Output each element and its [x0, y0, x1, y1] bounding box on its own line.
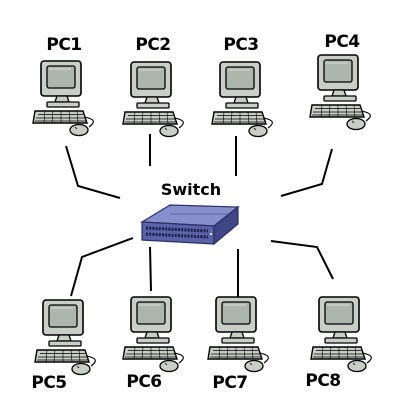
pc-5: PC5 [31, 299, 97, 393]
pc-label: PC8 [305, 371, 340, 391]
desktop-computer-icon [122, 61, 185, 138]
pc-label: PC2 [135, 35, 170, 55]
switch-label: Switch [161, 180, 221, 199]
link-pc1 [65, 145, 121, 199]
pc-8: PC8 [305, 296, 373, 391]
pc-1: PC1 [32, 35, 95, 137]
pc-label: PC6 [126, 372, 161, 392]
network-links [65, 134, 334, 297]
link-pc4 [280, 148, 333, 197]
pc-label: PC1 [46, 35, 81, 55]
desktop-computer-icon [32, 60, 95, 137]
desktop-computer-icon [34, 299, 97, 376]
pc-2: PC2 [122, 35, 185, 138]
desktop-computer-icon [122, 296, 185, 373]
desktop-computer-icon [211, 61, 274, 138]
pc-label: PC5 [31, 373, 66, 393]
link-pc8 [270, 240, 334, 280]
desktop-computer-icon [309, 54, 372, 131]
desktop-computer-icon [310, 296, 373, 373]
link-pc6 [149, 246, 152, 292]
link-pc5 [70, 237, 134, 297]
pc-4: PC4 [309, 32, 372, 131]
pc-label: PC7 [212, 373, 247, 393]
pc-7: PC7 [207, 296, 270, 393]
network-switch: Switch [140, 180, 240, 246]
pc-label: PC3 [223, 35, 258, 55]
pc-6: PC6 [122, 296, 185, 392]
pc-3: PC3 [211, 35, 274, 138]
pc-label: PC4 [324, 32, 360, 52]
network-switch-icon [140, 204, 240, 246]
desktop-computer-icon [207, 296, 270, 373]
